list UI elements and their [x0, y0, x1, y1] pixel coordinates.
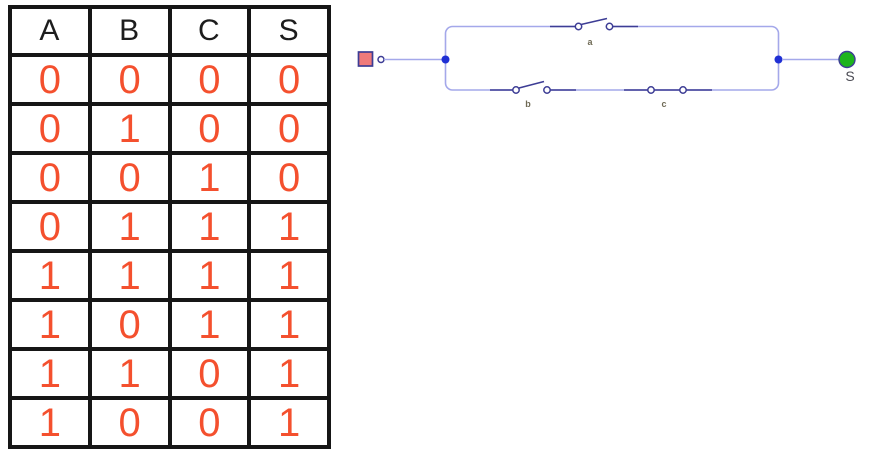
truth-table-cell: 1	[8, 298, 92, 351]
switch-a[interactable]: a	[550, 17, 638, 48]
truth-table-cell: 0	[167, 102, 252, 155]
switch-c-terminal	[679, 86, 687, 94]
truth-table-cell: 0	[167, 347, 252, 400]
truth-table-cell: 0	[87, 396, 172, 449]
truth-table-cell: 0	[87, 298, 172, 351]
truth-table-cell: 0	[167, 53, 252, 106]
wire-gap-mask	[576, 22, 612, 31]
truth-table-cell: 1	[247, 347, 331, 400]
truth-table-cell: 1	[167, 298, 252, 351]
switch-c-label: c	[661, 99, 666, 109]
truth-table-cell: 0	[247, 102, 331, 155]
input-terminal-square[interactable]	[357, 51, 374, 67]
truth-table-cell: 1	[247, 298, 331, 351]
truth-table-cell: 1	[247, 200, 331, 253]
truth-table-cell: 0	[8, 53, 92, 106]
truth-table-cell: 0	[8, 151, 92, 204]
switch-a-label: a	[587, 37, 593, 47]
switch-b-label: b	[525, 99, 531, 109]
truth-table-cell: 1	[247, 249, 331, 302]
truth-table-cell: 0	[247, 151, 331, 204]
switch-a-terminal	[605, 22, 614, 31]
switch-b-terminal	[512, 86, 520, 94]
output-label: S	[845, 68, 854, 84]
column-header: B	[87, 5, 172, 57]
truth-table-cell: 1	[87, 347, 172, 400]
switch-a-lever[interactable]	[580, 17, 608, 26]
switch-b-terminal	[543, 86, 551, 94]
column-header: S	[247, 5, 331, 57]
truth-table-cell: 0	[8, 102, 92, 155]
branch-loop-wire	[444, 25, 780, 91]
truth-table-cell: 0	[8, 200, 92, 253]
wire-gap-mask	[514, 85, 549, 95]
switch-b[interactable]: b	[490, 80, 576, 110]
truth-table-cell: 1	[167, 200, 252, 253]
truth-table-cell: 1	[167, 249, 252, 302]
truth-table-cell: 1	[87, 200, 172, 253]
truth-table-cell: 1	[8, 249, 92, 302]
switch-b-lever[interactable]	[518, 80, 545, 89]
truth-table-cell: 0	[87, 151, 172, 204]
input-terminal-pin	[377, 55, 385, 64]
truth-table-cell: 1	[167, 151, 252, 204]
circuit-diagram: a b c S	[357, 17, 856, 110]
switch-c[interactable]: c	[624, 86, 712, 109]
truth-table-cell: 1	[87, 102, 172, 155]
truth-table-cell: 1	[8, 396, 92, 449]
truth-table-cell: 1	[8, 347, 92, 400]
truth-table-cell: 0	[87, 53, 172, 106]
switch-c-terminal	[647, 86, 655, 94]
junction-node-right	[774, 55, 783, 64]
switch-a-terminal	[574, 22, 583, 31]
junction-node-left	[441, 55, 450, 64]
truth-table-cell: 0	[167, 396, 252, 449]
output-lamp[interactable]	[838, 50, 856, 69]
truth-table-cell: 1	[87, 249, 172, 302]
truth-table-cell: 1	[247, 396, 331, 449]
column-header: A	[8, 5, 92, 57]
truth-table-cell: 0	[247, 53, 331, 106]
column-header: C	[167, 5, 252, 57]
